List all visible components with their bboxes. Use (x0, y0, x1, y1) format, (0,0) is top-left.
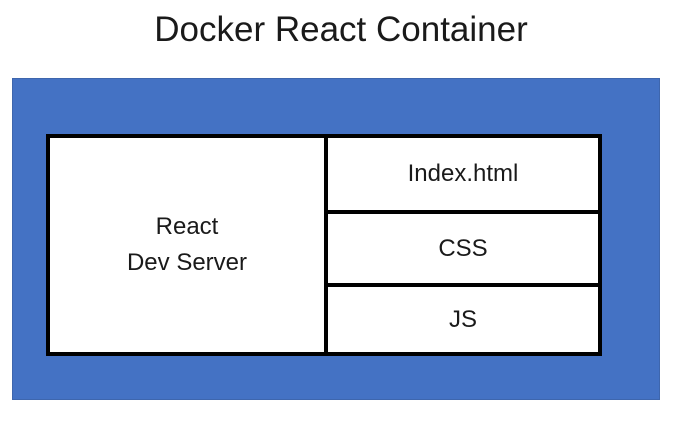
index-html-cell: Index.html (328, 138, 598, 210)
css-label: CSS (438, 234, 488, 262)
horizontal-divider-2 (328, 283, 598, 287)
react-dev-server-cell: React Dev Server (50, 138, 324, 352)
js-label: JS (448, 305, 477, 333)
horizontal-divider-1 (328, 210, 598, 214)
index-html-label: Index.html (407, 160, 519, 187)
vertical-divider (324, 138, 328, 352)
files-column: Index.html CSS JS (328, 138, 598, 352)
diagram-title: Docker React Container (154, 10, 528, 49)
inner-structure-box: React Dev Server Index.html CSS JS (46, 134, 602, 356)
js-cell: JS (328, 287, 598, 352)
react-dev-server-label: React Dev Server (126, 213, 248, 276)
css-cell: CSS (328, 214, 598, 283)
